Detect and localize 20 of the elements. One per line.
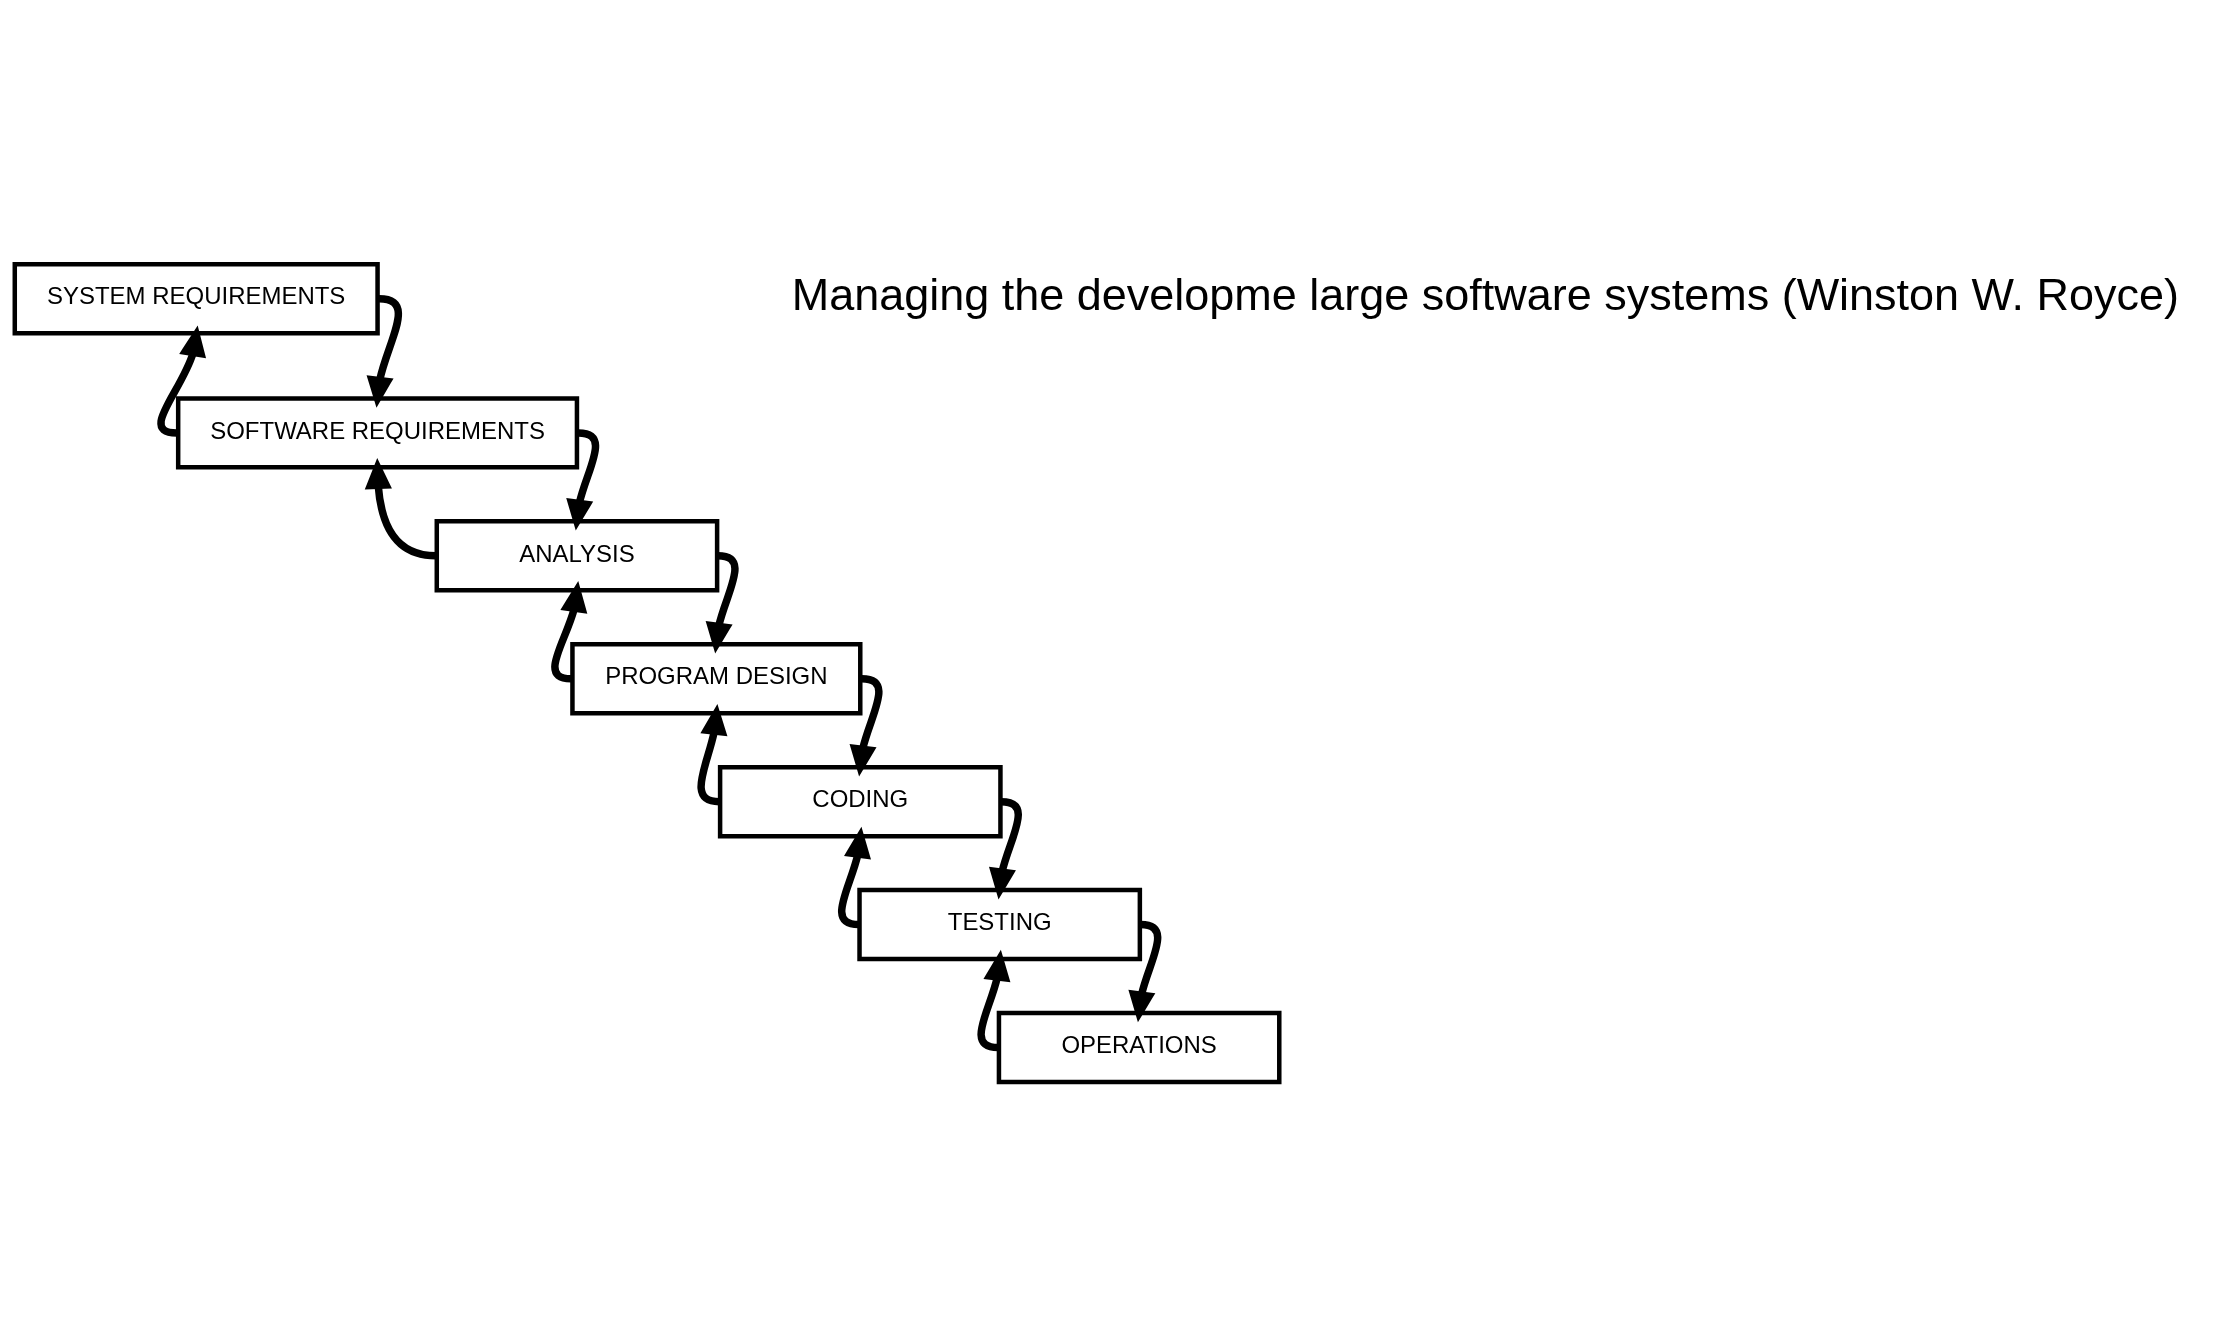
arrow	[838, 826, 871, 929]
label: Managing the developme large software systems (Winston W. Royce)	[791, 268, 2179, 320]
arrow	[849, 675, 883, 777]
node-box: SOFTWARE REQUIREMENTS	[175, 396, 580, 470]
arrow	[1128, 920, 1162, 1023]
node-box: SYSTEM REQUIREMENTS	[12, 262, 380, 336]
arrow	[366, 295, 402, 408]
node-box: ANALYSIS	[434, 519, 720, 593]
node-box: TESTING	[857, 887, 1143, 962]
arrow	[566, 429, 600, 531]
arrow	[697, 703, 728, 806]
arrow	[977, 949, 1011, 1052]
arrow	[988, 797, 1022, 900]
arrow	[705, 552, 739, 654]
arrow	[157, 325, 207, 437]
arrow	[364, 458, 437, 560]
node-box: OPERATIONS	[996, 1010, 1282, 1085]
arrow	[551, 581, 588, 683]
node-box: PROGRAM DESIGN	[570, 642, 863, 716]
node-box: CODING	[717, 764, 1003, 839]
